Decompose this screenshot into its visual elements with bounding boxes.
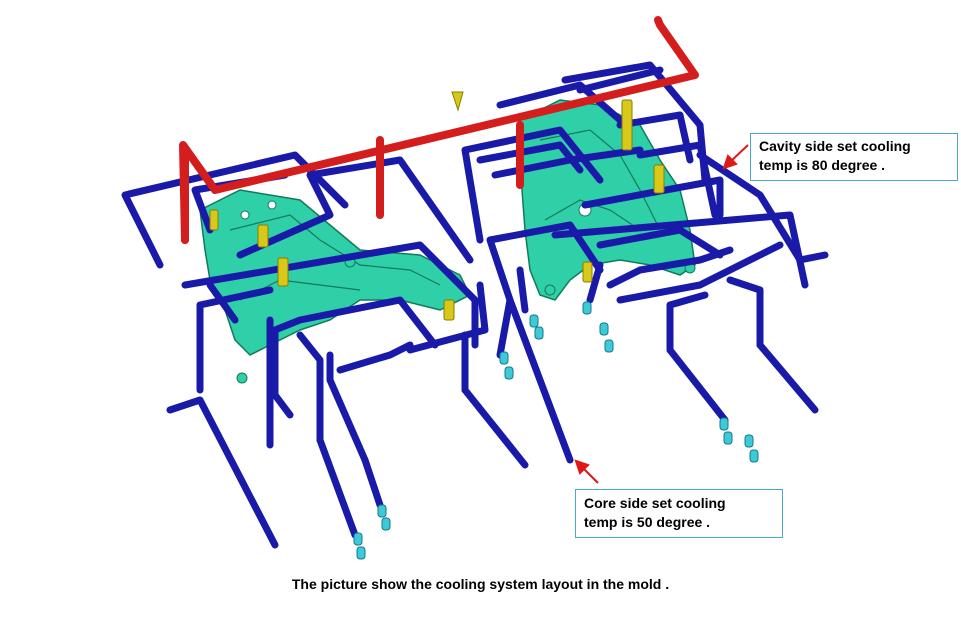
molded-part-left: [199, 189, 472, 384]
figure-caption: The picture show the cooling system layo…: [291, 576, 670, 592]
cavity-side-callout: Cavity side set cooling temp is 80 degre…: [750, 133, 958, 181]
baffles: [209, 91, 665, 321]
core-side-callout: Core side set cooling temp is 50 degree …: [575, 489, 783, 538]
cavity-cooling-circuit: [179, 16, 699, 244]
cavity-callout-line1: Cavity side set cooling: [759, 138, 911, 154]
connectors: [353, 301, 759, 560]
core-callout-line2: temp is 50 degree .: [584, 514, 711, 530]
callout-arrows: [574, 144, 749, 484]
cavity-callout-line2: temp is 80 degree .: [759, 157, 886, 173]
core-callout-line1: Core side set cooling: [584, 495, 726, 511]
